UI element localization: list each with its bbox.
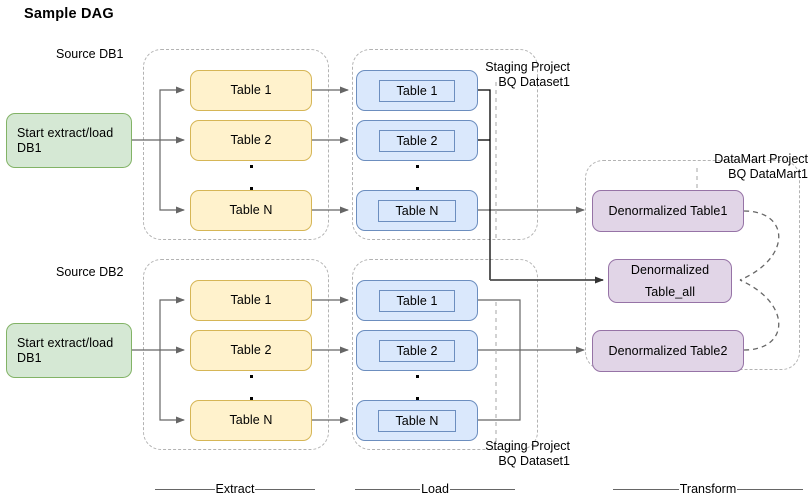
load-table-1-bottom[interactable]: Table 1 <box>356 280 478 321</box>
load-table-2-bottom[interactable]: Table 2 <box>356 330 478 371</box>
start-node-db1-bottom-line2: DB1 <box>17 350 42 365</box>
denormalized-table1[interactable]: Denormalized Table1 <box>592 190 744 232</box>
phase-extract-bar-left <box>155 488 215 490</box>
extract-table-2-top[interactable]: Table 2 <box>190 120 312 161</box>
caption-staging-bottom-line1: Staging Project <box>485 439 570 453</box>
extract-table-1-top[interactable]: Table 1 <box>190 70 312 111</box>
phase-transform-bar-left <box>613 488 679 490</box>
load-table-2-bottom-label: Table 2 <box>379 339 455 362</box>
load-table-n-top[interactable]: Table N <box>356 190 478 231</box>
phase-extract-label: Extract <box>215 482 255 496</box>
phase-load-bar-right <box>449 488 515 490</box>
caption-source-db2: Source DB2 <box>56 265 124 279</box>
start-node-db1-bottom[interactable]: Start extract/load DB1 <box>6 323 132 378</box>
phase-load: Load <box>355 482 515 496</box>
extract-ellipsis-bottom <box>249 375 253 400</box>
start-node-db1-top-line2: DB1 <box>17 140 42 155</box>
load-table-n-top-label: Table N <box>378 199 456 222</box>
load-table-2-top[interactable]: Table 2 <box>356 120 478 161</box>
extract-ellipsis-top <box>249 165 253 190</box>
denormalized-table2[interactable]: Denormalized Table2 <box>592 330 744 372</box>
load-table-1-top-label: Table 1 <box>379 79 455 102</box>
extract-table-1-bottom-label: Table 1 <box>230 293 272 307</box>
extract-table-n-bottom[interactable]: Table N <box>190 400 312 441</box>
load-table-2-top-label: Table 2 <box>379 129 455 152</box>
load-ellipsis-top <box>415 165 419 190</box>
extract-table-n-top-label: Table N <box>229 203 273 217</box>
group-extract-db2 <box>143 259 329 450</box>
group-load-db1 <box>352 49 538 240</box>
phase-transform-bar-right <box>737 488 803 490</box>
caption-staging-top-line2: BQ Dataset1 <box>498 75 570 89</box>
denormalized-table1-label: Denormalized Table1 <box>608 203 728 218</box>
caption-staging-top-line1: Staging Project <box>485 60 570 74</box>
load-table-n-bottom-label: Table N <box>378 409 456 432</box>
start-node-db1-top-line1: Start extract/load <box>17 125 114 140</box>
extract-table-1-bottom[interactable]: Table 1 <box>190 280 312 321</box>
group-load-db2 <box>352 259 538 450</box>
extract-table-n-bottom-label: Table N <box>229 413 273 427</box>
phase-transform: Transform <box>613 482 803 496</box>
extract-table-2-bottom-label: Table 2 <box>230 343 272 357</box>
denormalized-table2-label: Denormalized Table2 <box>608 343 728 358</box>
start-node-db1-bottom-line1: Start extract/load <box>17 335 114 350</box>
phase-extract-bar-right <box>255 488 315 490</box>
denormalized-table-all[interactable]: Denormalized Table_all <box>608 259 732 303</box>
extract-table-1-top-label: Table 1 <box>230 83 272 97</box>
load-table-1-bottom-label: Table 1 <box>379 289 455 312</box>
caption-staging-bottom-line2: BQ Dataset1 <box>498 454 570 468</box>
load-ellipsis-bottom <box>415 375 419 400</box>
phase-transform-label: Transform <box>679 482 737 496</box>
denormalized-table-all-line2: Table_all <box>644 284 696 299</box>
extract-table-2-top-label: Table 2 <box>230 133 272 147</box>
phase-load-bar-left <box>355 488 421 490</box>
phase-extract: Extract <box>155 482 315 496</box>
load-table-1-top[interactable]: Table 1 <box>356 70 478 111</box>
caption-datamart-line1: DataMart Project <box>714 152 808 166</box>
denormalized-table-all-line1: Denormalized <box>630 262 710 277</box>
extract-table-2-bottom[interactable]: Table 2 <box>190 330 312 371</box>
phase-load-label: Load <box>421 482 449 496</box>
caption-datamart-line2: BQ DataMart1 <box>728 167 808 181</box>
load-table-n-bottom[interactable]: Table N <box>356 400 478 441</box>
group-extract-db1 <box>143 49 329 240</box>
caption-source-db1: Source DB1 <box>56 47 124 61</box>
page-title: Sample DAG <box>24 6 114 22</box>
extract-table-n-top[interactable]: Table N <box>190 190 312 231</box>
start-node-db1-top[interactable]: Start extract/load DB1 <box>6 113 132 168</box>
